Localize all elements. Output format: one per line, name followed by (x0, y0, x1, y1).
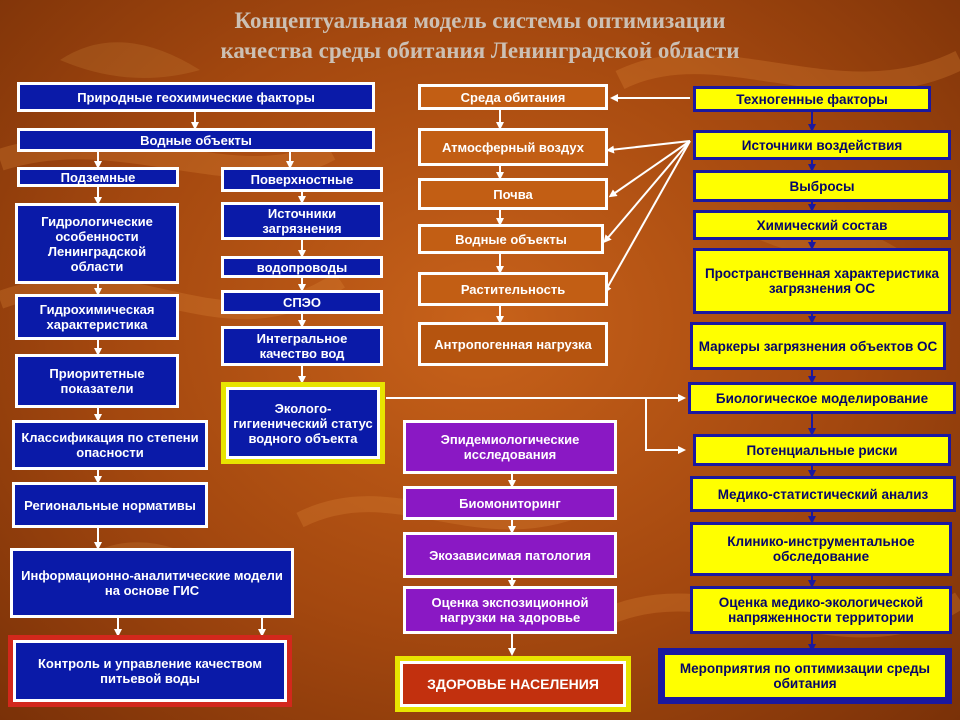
classification-box: Классификация по степени опасности (12, 420, 208, 470)
title-line-2: качества среды обитания Ленинградской об… (220, 38, 740, 63)
hydrochemical-box: Гидрохимическая характеристика (15, 294, 179, 340)
underground-box: Подземные (17, 167, 179, 187)
natural-geochemical-factors-box: Природные геохимические факторы (17, 82, 375, 112)
middle-water-bodies-box: Водные объекты (418, 224, 604, 254)
optimization-measures-box: Мероприятия по оптимизации среды обитани… (658, 648, 952, 704)
exposure-assessment-box: Оценка экспозиционной нагрузки на здоров… (403, 586, 617, 634)
habitat-box: Среда обитания (418, 84, 608, 110)
pollution-markers-box: Маркеры загрязнения объектов ОС (690, 322, 946, 370)
technogenic-factors-box: Техногенные факторы (693, 86, 931, 112)
soil-box: Почва (418, 178, 608, 210)
biological-modeling-box: Биологическое моделирование (688, 382, 956, 414)
potential-risks-box: Потенциальные риски (693, 434, 951, 466)
control-management-box: Контроль и управление качеством питьевой… (8, 635, 292, 707)
clinical-instrumental-box: Клинико-инструментальное обследование (690, 522, 952, 576)
anthropogenic-load-box: Антропогенная нагрузка (418, 322, 608, 366)
impact-sources-box: Источники воздействия (693, 130, 951, 160)
title-line-1: Концептуальная модель системы оптимизаци… (234, 8, 726, 33)
emissions-box: Выбросы (693, 170, 951, 202)
eco-hygienic-status-box: Эколого-гигиенический статус водного объ… (221, 382, 385, 464)
atmospheric-air-box: Атмосферный воздух (418, 128, 608, 166)
speo-box: СПЭО (221, 290, 383, 314)
priority-indicators-box: Приоритетные показатели (15, 354, 179, 408)
medical-statistical-box: Медико-статистический анализ (690, 476, 956, 512)
biomonitoring-box: Биомониторинг (403, 486, 617, 520)
water-bodies-box: Водные объекты (17, 128, 375, 152)
gis-models-box: Информационно-аналитические модели на ос… (10, 548, 294, 618)
population-health-box: ЗДОРОВЬЕ НАСЕЛЕНИЯ (395, 656, 631, 712)
epidemiological-box: Эпидемиологические исследования (403, 420, 617, 474)
integral-quality-box: Интегральное качество вод (221, 326, 383, 366)
water-pipes-box: водопроводы (221, 256, 383, 278)
hydrological-features-box: Гидрологические особенности Ленинградско… (15, 203, 179, 284)
page-title: Концептуальная модель системы оптимизаци… (0, 6, 960, 66)
medical-ecological-tension-box: Оценка медико-экологической напряженност… (690, 586, 952, 634)
pollution-sources-box: Источники загрязнения (221, 202, 383, 240)
spatial-characteristics-box: Пространственная характеристика загрязне… (693, 248, 951, 314)
vegetation-box: Растительность (418, 272, 608, 306)
regional-norms-box: Региональные нормативы (12, 482, 208, 528)
surface-box: Поверхностные (221, 167, 383, 192)
chemical-composition-box: Химический состав (693, 210, 951, 240)
eco-pathology-box: Экозависимая патология (403, 532, 617, 578)
